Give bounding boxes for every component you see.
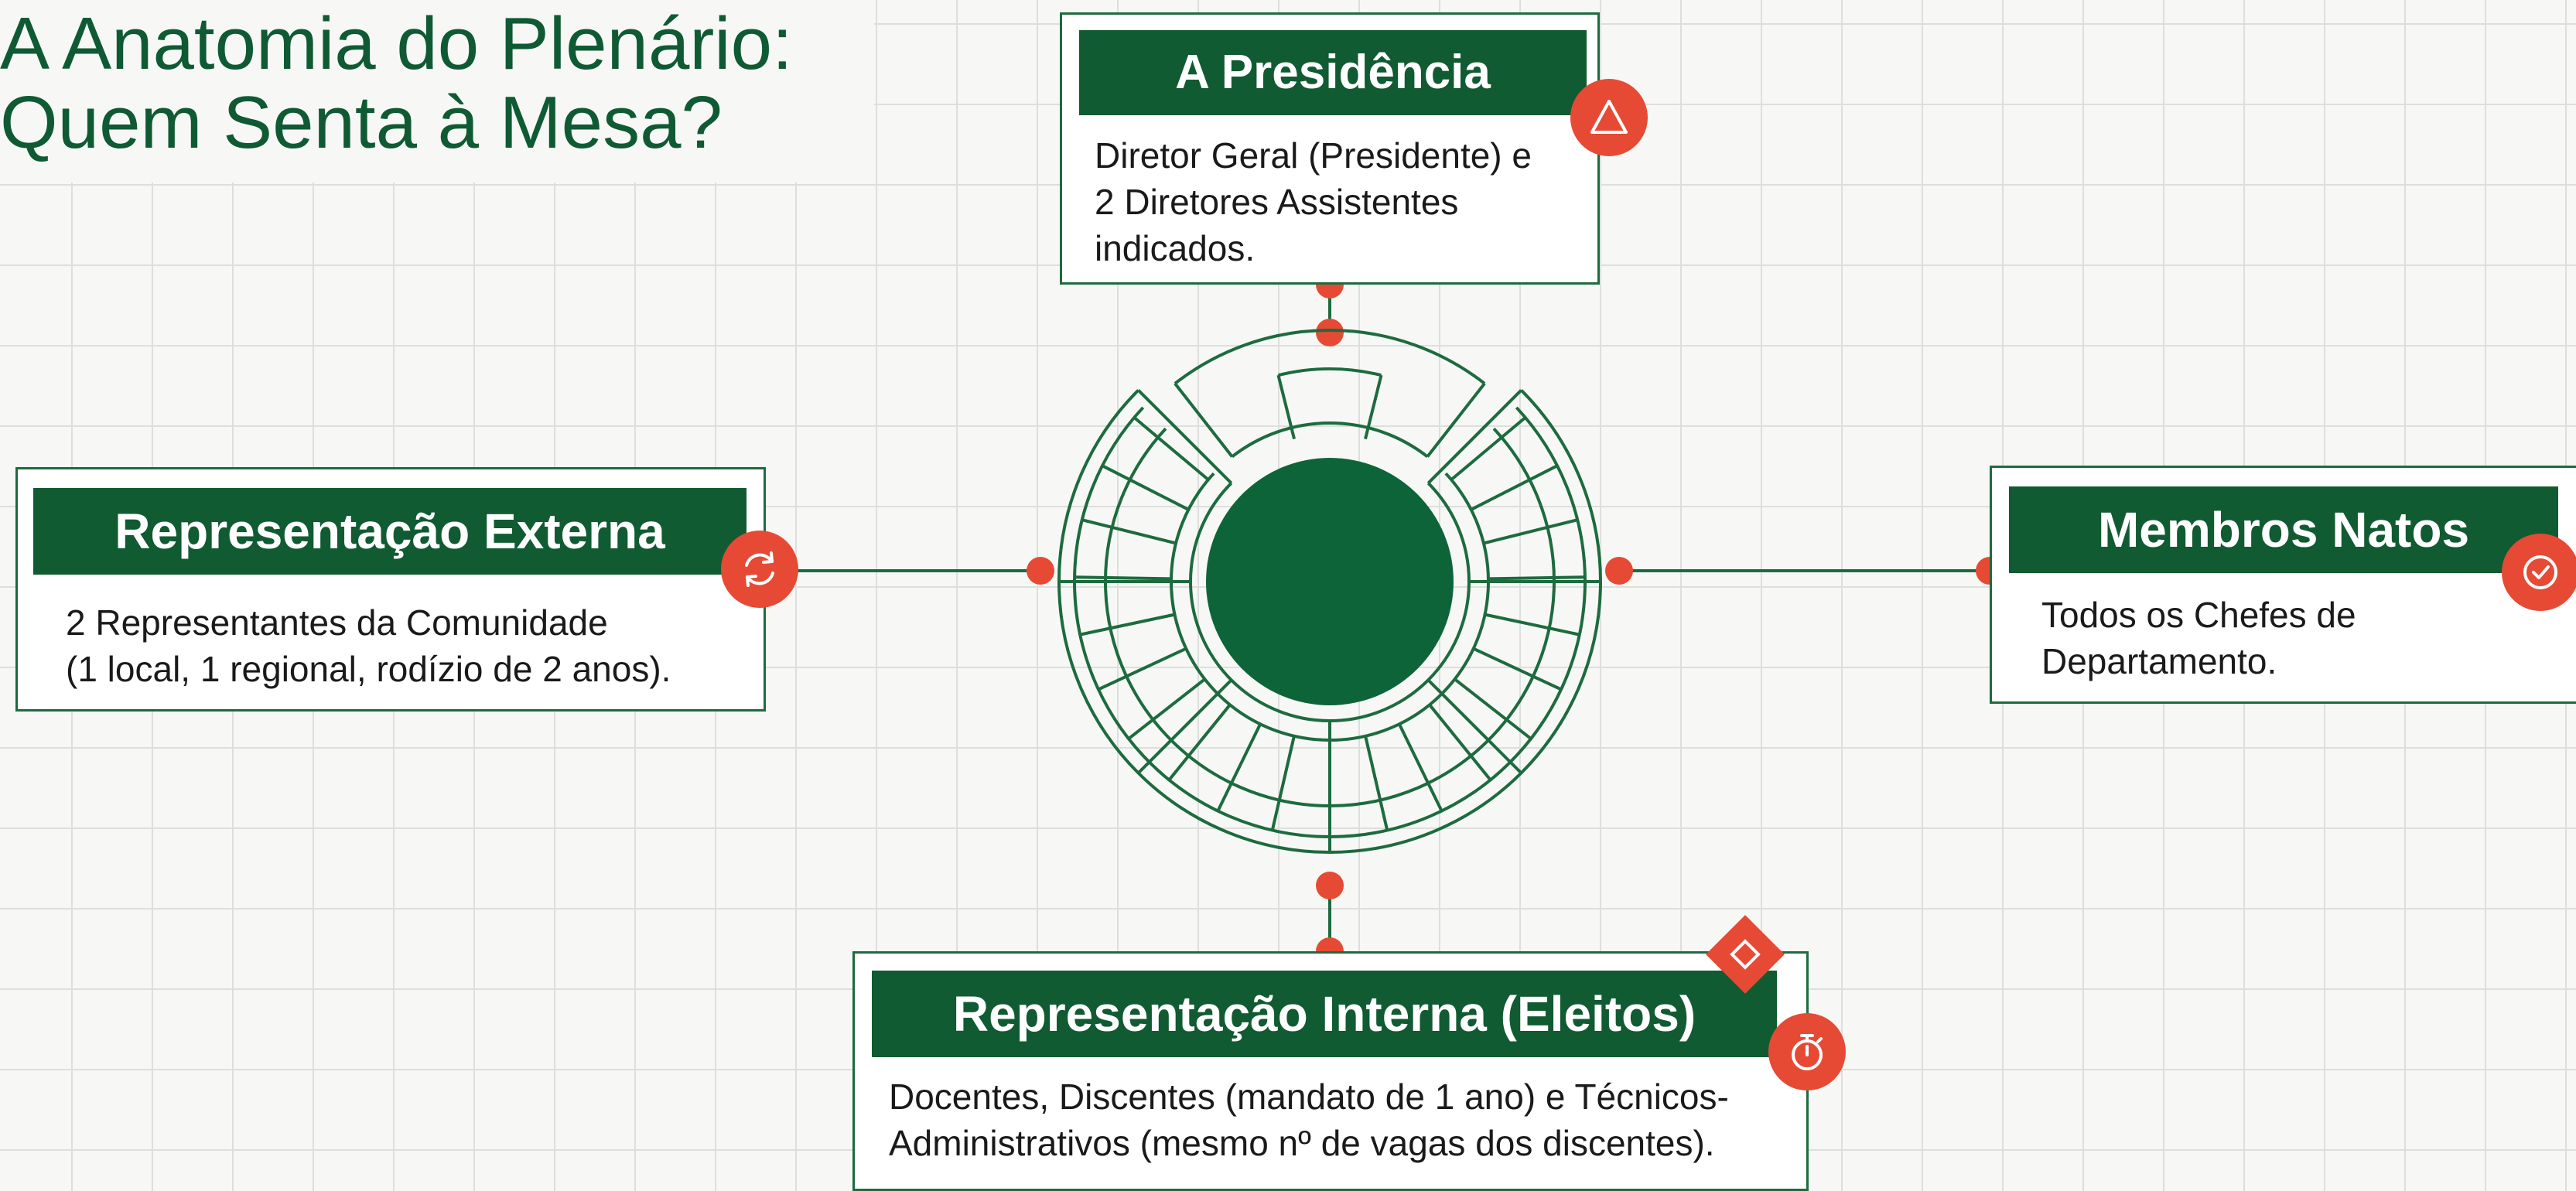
seat-divider: [1483, 518, 1578, 545]
title-line-2: Quem Senta à Mesa?: [0, 81, 723, 164]
page-title: A Anatomia do Plenário: Quem Senta à Mes…: [0, 0, 874, 183]
seat-divider: [1398, 723, 1443, 812]
junction-dot: [1605, 557, 1633, 585]
seat-divider: [1488, 575, 1585, 581]
seat-divider: [1167, 704, 1232, 781]
presidency-seat-arc: [1277, 367, 1382, 377]
seat-divider: [1270, 735, 1296, 831]
aisle-divider: [1137, 389, 1233, 485]
seat-divider: [1081, 518, 1177, 545]
presidency-block-edge: [1426, 382, 1486, 458]
card-body-natos-line-2: Departamento.: [2041, 641, 2277, 681]
card-externa: Representação Externa 2 Representantes d…: [15, 467, 766, 712]
aisle-divider: [1137, 678, 1233, 774]
card-body-natos: Todos os Chefes de Departamento.: [2041, 592, 2544, 684]
presidency-seat-edge: [1276, 374, 1296, 440]
card-body-natos-line-1: Todos os Chefes de: [2041, 595, 2356, 635]
card-body-externa: 2 Representantes da Comunidade (1 local,…: [66, 599, 754, 692]
junction-dot: [1316, 872, 1344, 899]
card-interna: Representação Interna (Eleitos) Docentes…: [852, 951, 1809, 1191]
card-body-presidencia: Diretor Geral (Presidente) e 2 Diretores…: [1095, 135, 1532, 268]
seat-divider: [1472, 647, 1562, 691]
card-body-interna: Docentes, Discentes (mandato de 1 ano) e…: [889, 1073, 1802, 1166]
presidency-seat-edge: [1364, 374, 1383, 440]
seat-divider: [1133, 416, 1210, 481]
seat-divider: [1454, 677, 1532, 740]
seat-divider: [1428, 704, 1492, 781]
seat-divider: [1098, 647, 1187, 691]
junction-dot: [1027, 557, 1054, 585]
seat-divider: [1484, 613, 1580, 636]
seating-ring-0: [1189, 482, 1471, 722]
card-body-externa-line-2: (1 local, 1 regional, rodízio de 2 anos)…: [66, 649, 671, 689]
seat-divider: [1364, 735, 1389, 831]
card-title-natos: Membros Natos: [2009, 486, 2558, 573]
card-title-presidencia: A Presidência: [1079, 30, 1587, 115]
presidency-block-inner: [1231, 421, 1429, 459]
aisle-divider: [1426, 389, 1522, 485]
plenary-center-circle: [1206, 458, 1454, 705]
refresh-icon: [721, 531, 798, 608]
card-body-interna-line-1: Docentes, Discentes (mandato de 1 ano) e…: [889, 1077, 1729, 1117]
seat-divider: [1450, 416, 1527, 481]
aisle-divider: [1426, 678, 1522, 774]
presidency-block-outer: [1174, 329, 1486, 385]
card-body-externa-line-1: 2 Representantes da Comunidade: [66, 602, 608, 643]
seat-divider: [1074, 575, 1172, 581]
card-title-externa: Representação Externa: [33, 488, 746, 575]
seat-divider: [1216, 723, 1262, 812]
card-title-interna: Representação Interna (Eleitos): [872, 971, 1777, 1057]
check-circle-icon: [2502, 534, 2576, 611]
presidency-block-edge: [1174, 382, 1234, 458]
seat-divider: [1079, 613, 1175, 636]
card-body-interna-line-2: Administrativos (mesmo nº de vagas dos d…: [889, 1123, 1715, 1163]
triangle-icon: [1570, 79, 1648, 156]
junction-dot: [1316, 319, 1344, 346]
card-presidencia: A Presidência Diretor Geral (Presidente)…: [1060, 12, 1600, 285]
seat-divider: [1102, 464, 1190, 511]
timer-icon: [1768, 1013, 1846, 1090]
card-natos: Membros Natos Todos os Chefes de Departa…: [1990, 466, 2576, 704]
seat-divider: [1127, 677, 1206, 740]
title-line-1: A Anatomia do Plenário:: [0, 2, 793, 85]
seat-divider: [1470, 464, 1558, 511]
